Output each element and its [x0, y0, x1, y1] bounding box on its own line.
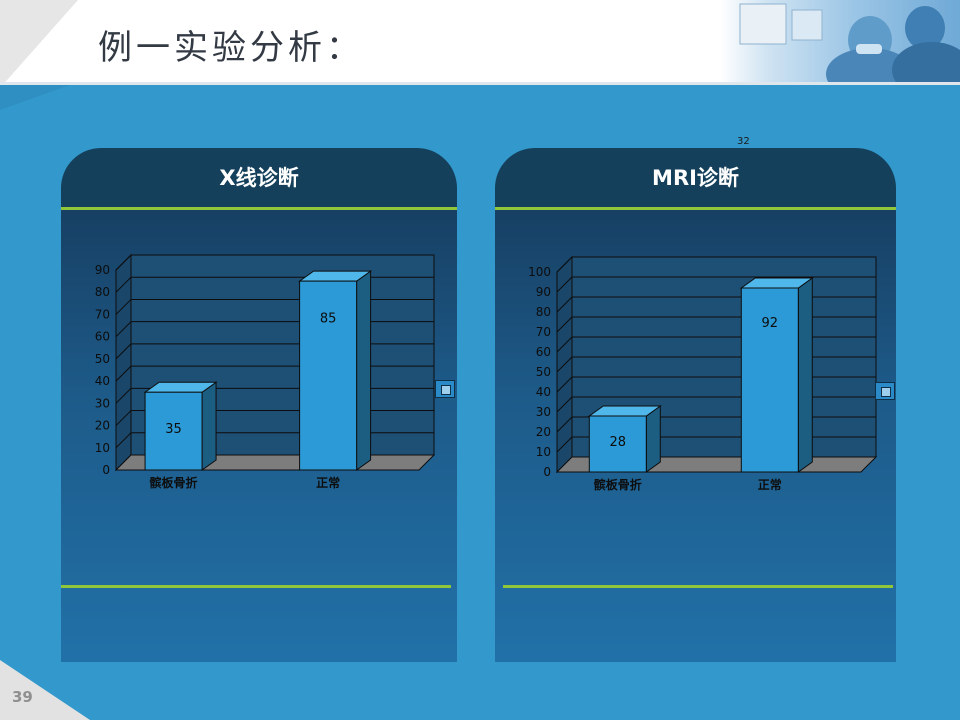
mri-header-underline	[495, 207, 896, 210]
bar-side	[201, 381, 217, 471]
xray-legend-marker	[435, 380, 455, 398]
plot-side-wall	[115, 253, 132, 472]
bar-side	[797, 277, 813, 473]
x-tick-label: 髌板骨折	[150, 475, 198, 490]
bar	[299, 280, 358, 471]
mri-legend-marker	[875, 382, 895, 400]
gridline-diagonal	[556, 376, 573, 393]
y-tick-label: 10	[536, 445, 551, 459]
y-tick-label: 80	[536, 305, 551, 319]
y-tick-label: 0	[543, 465, 551, 479]
mri-panel-title: MRI诊断	[652, 166, 739, 190]
gridline-diagonal	[556, 296, 573, 313]
header-divider	[0, 82, 960, 85]
bar	[588, 415, 647, 473]
x-tick-label: 正常	[758, 477, 782, 492]
bar	[144, 391, 203, 471]
mri-panel-header: MRI诊断	[495, 148, 896, 208]
xray-bottom-line	[61, 585, 451, 588]
y-tick-label: 60	[536, 345, 551, 359]
y-tick-label: 60	[95, 330, 110, 344]
x-tick-label: 正常	[316, 475, 340, 490]
canvas-fold	[0, 85, 70, 110]
page-number: 39	[12, 688, 33, 706]
bottom-left-corner	[0, 660, 90, 720]
y-tick-label: 70	[536, 325, 551, 339]
slide-title: 例一实验分析：	[98, 28, 364, 68]
y-tick-label: 20	[536, 425, 551, 439]
gridline-diagonal	[556, 316, 573, 333]
y-tick-label: 50	[536, 365, 551, 379]
corner-decoration	[0, 0, 78, 88]
bar	[740, 287, 799, 473]
gridline-diagonal	[556, 276, 573, 293]
gridline-diagonal	[115, 254, 132, 271]
mri-bar-chart: 0 10 20 30 40 50 60 70 80 90 100 28 髌板骨折 92 正常	[528, 255, 878, 492]
y-tick-label: 30	[536, 405, 551, 419]
x-tick-label: 髌板骨折	[594, 477, 642, 492]
y-tick-label: 90	[536, 285, 551, 299]
xray-bar-chart: 0 10 20 30 40 50 60 70 80 90 35 髌板骨折 85 正常	[95, 253, 436, 490]
gridline-diagonal	[556, 256, 573, 273]
bar-side	[356, 270, 372, 471]
bar-side	[645, 405, 661, 473]
y-tick-label: 90	[95, 263, 110, 277]
gridline-diagonal	[115, 343, 132, 360]
bar-value-label: 28	[610, 435, 627, 450]
gridline-diagonal	[556, 436, 573, 453]
y-tick-label: 20	[95, 419, 110, 433]
gridline-diagonal	[115, 432, 132, 449]
y-tick-label: 0	[102, 463, 110, 477]
xray-panel-header: X线诊断	[61, 148, 457, 208]
surgeon-photo	[720, 0, 960, 82]
gridline-diagonal	[556, 356, 573, 373]
mri-bottom-line	[503, 585, 893, 588]
y-tick-label: 50	[95, 352, 110, 366]
gridline-diagonal	[556, 336, 573, 353]
bar-value-label: 85	[320, 312, 337, 327]
y-tick-label: 70	[95, 307, 110, 321]
gridline-diagonal	[115, 276, 132, 293]
stray-data-label: 32	[737, 136, 750, 147]
surgeon-photo-graphic	[739, 3, 960, 82]
mri-panel: MRI诊断 0 10 20 30 40 50 60 70 80 90 100 28 髌板骨折 92 正常	[495, 148, 896, 662]
bar-value-label: 35	[165, 422, 182, 437]
y-tick-label: 40	[536, 385, 551, 399]
gridline-diagonal	[556, 416, 573, 433]
xray-header-underline	[61, 207, 457, 210]
gridline-diagonal	[115, 365, 132, 382]
gridline-diagonal	[115, 410, 132, 426]
bar-value-label: 92	[762, 316, 779, 331]
y-tick-label: 10	[95, 441, 110, 455]
xray-panel-title: X线诊断	[219, 166, 299, 190]
gridline-diagonal	[115, 321, 132, 338]
gridline-diagonal	[115, 387, 132, 404]
y-tick-label: 80	[95, 285, 110, 299]
y-tick-label: 40	[95, 374, 110, 388]
y-tick-label: 100	[528, 265, 551, 279]
gridline-diagonal	[115, 299, 132, 315]
xray-panel: X线诊断 0 10 20 30 40 50 60 70 80 90 35 髌板骨折 85 正常	[61, 148, 457, 662]
y-tick-label: 30	[95, 396, 110, 410]
gridline-diagonal	[556, 396, 573, 413]
